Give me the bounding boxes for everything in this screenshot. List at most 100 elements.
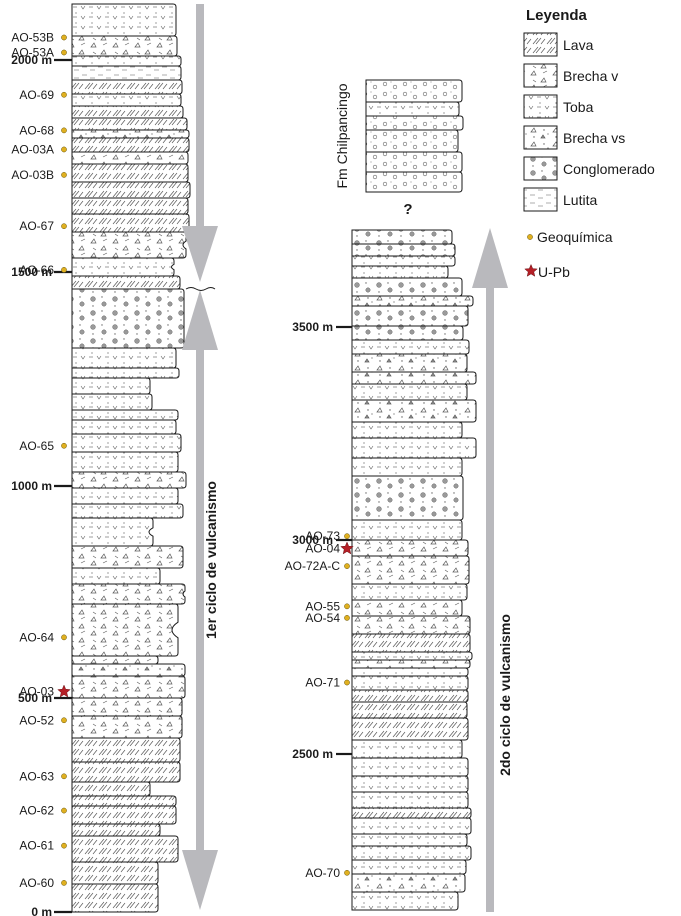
- arrow-head-down-upper: [182, 226, 218, 282]
- column-1-sample-label: AO-64: [19, 630, 54, 644]
- column-2-bed: [351, 371, 477, 385]
- column-1-bed: [71, 347, 177, 369]
- cycle-1-arrows: [182, 4, 218, 910]
- cycle-2-label: 2do ciclo de vulcanismo: [497, 614, 513, 776]
- arrow-head-up: [182, 290, 218, 350]
- geochemistry-dot-icon: [61, 267, 67, 273]
- geochemistry-dot-icon: [61, 842, 67, 849]
- column-1-bed: [71, 715, 183, 739]
- column-1-sample-label: AO-53A: [11, 46, 54, 60]
- arrow-head-down-lower: [182, 850, 218, 910]
- column-1-bed: [71, 795, 177, 807]
- column-1-bed: [71, 697, 183, 717]
- chilpancingo-bed: [365, 129, 459, 153]
- column-1-sample-label: AO-60: [19, 876, 54, 890]
- column-2-sample-label: AO-54: [305, 611, 340, 625]
- geochemistry-dot-icon: [344, 563, 350, 569]
- legend-title: Leyenda: [526, 7, 588, 24]
- column-1-sample-label: AO-67: [19, 219, 54, 233]
- legend-label-geoquimica: Geoquímica: [537, 229, 613, 245]
- column-1-sample-label: AO-63: [19, 769, 54, 783]
- upb-star-icon: [340, 541, 354, 555]
- column-1-bed: [71, 377, 151, 395]
- column-2-sample-label: AO-55: [305, 599, 340, 613]
- column-1-bed: [71, 257, 175, 277]
- column-1-bed: [71, 163, 189, 183]
- column-1-bed: [71, 737, 181, 763]
- chilpancingo-bed: [365, 79, 463, 103]
- column-1-bed: [71, 55, 182, 67]
- column-2-bed: [351, 353, 468, 373]
- column-1-sample-label: AO-65: [19, 439, 54, 453]
- column-1-bed: [71, 151, 189, 165]
- column-2-bed: [351, 339, 470, 355]
- column-1-bed: [71, 861, 159, 885]
- geochemistry-dot-icon: [344, 615, 350, 621]
- column-1-sample-label: AO-03B: [11, 168, 54, 182]
- column-1-bed: [71, 231, 187, 259]
- legend-label-brecha_v: Brecha v: [563, 68, 618, 84]
- column-2-beds: [351, 229, 477, 911]
- geochemistry-dot-icon: [61, 172, 67, 178]
- column-1-bed: [71, 583, 186, 605]
- column-1-bed: [71, 603, 179, 657]
- column-1-bed: [71, 409, 179, 421]
- column-2-bed: [351, 689, 469, 703]
- column-2-bed: [351, 555, 470, 585]
- column-2-bed: [351, 255, 456, 267]
- column-1-bed: [71, 663, 186, 677]
- column-1-bed: [71, 275, 181, 290]
- column-2-bed: [351, 399, 477, 423]
- column-2-bed: [351, 421, 463, 439]
- column-2-bed: [351, 701, 468, 719]
- column-1-sample-label: AO-53B: [11, 31, 54, 45]
- column-1-sample-label: AO-69: [19, 88, 54, 102]
- column-2-sample-label: AO-72A-C: [285, 559, 341, 573]
- column-2-bed: [351, 277, 463, 297]
- column-2-bed: [351, 475, 464, 521]
- column-1-bed: [71, 288, 185, 349]
- column-1-bed: [71, 517, 154, 547]
- cycle-2-arrow: [472, 228, 508, 912]
- column-1-bed: [71, 117, 188, 131]
- column-2-bed: [351, 859, 467, 875]
- column-1-sample-label: AO-66: [19, 263, 54, 277]
- column-2-bed: [351, 437, 477, 459]
- column-1-sample-label: AO-52: [19, 713, 54, 727]
- legend-geochemistry-dot-icon: [527, 234, 533, 240]
- column-2-bed: [351, 791, 469, 809]
- chilpancingo-bed: [365, 101, 460, 117]
- column-1-depth-label: 500 m: [18, 691, 52, 705]
- column-1-depth-label: 0 m: [31, 905, 52, 916]
- legend-upb-star-icon: [524, 263, 538, 277]
- column-2-sample-label: AO-71: [305, 676, 340, 690]
- column-2-bed: [351, 229, 453, 245]
- column-2-bed: [351, 265, 449, 279]
- geochemistry-dot-icon: [344, 679, 350, 686]
- column-2-bed: [351, 539, 469, 557]
- column-1-bed: [71, 105, 184, 119]
- legend-swatch-brecha_v: [523, 63, 558, 88]
- column-2-depth-label: 3000 m: [292, 533, 333, 547]
- column-1-bed: [71, 471, 187, 489]
- geochemistry-dot-icon: [61, 127, 67, 134]
- geochemistry-dot-icon: [61, 880, 67, 886]
- column-1-depth-label: 2000 m: [11, 53, 52, 67]
- column-2-bed: [351, 739, 463, 759]
- column-2-bed: [351, 305, 469, 327]
- column-2-bed: [351, 295, 474, 307]
- column-1-bed: [71, 487, 179, 505]
- column-1-bed: [71, 451, 179, 473]
- column-1-sample-label: AO-68: [19, 123, 54, 137]
- column-2-bed: [351, 817, 472, 835]
- column-1-bed: [71, 213, 190, 233]
- geochemistry-dot-icon: [344, 869, 350, 876]
- geochemistry-dot-icon: [61, 223, 67, 230]
- column-1-bed: [71, 883, 159, 913]
- column-1-bed: [71, 393, 153, 411]
- chilpancingo-bed: [365, 151, 463, 173]
- column-2-bed: [351, 845, 472, 861]
